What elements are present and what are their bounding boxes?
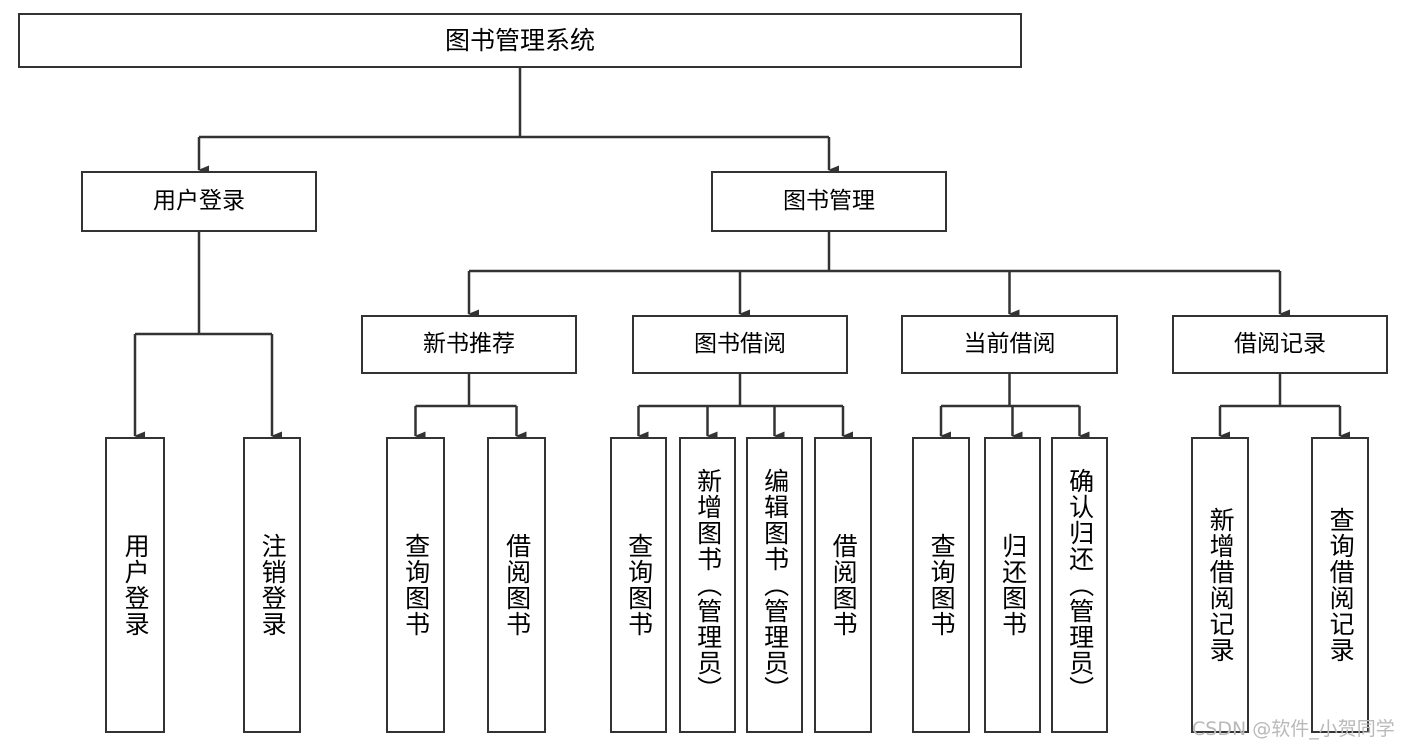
node-l13[interactable]: 查询借阅记录 [1311,437,1369,733]
node-label: 图书管理系统 [444,25,595,55]
node-l11[interactable]: 确认归还（管理员） [1051,437,1108,733]
node-label: 借阅图书 [829,533,859,637]
node-label: 归还图书 [998,533,1028,637]
node-label: 确认归还（管理员） [1065,468,1095,702]
node-l8[interactable]: 借阅图书 [814,437,872,733]
node-label: 图书管理 [783,187,875,214]
node-l9[interactable]: 查询图书 [912,437,970,733]
node-l1[interactable]: 用户登录 [105,437,165,733]
node-label: 查询借阅记录 [1326,507,1356,663]
node-bookmgmt[interactable]: 图书管理 [711,171,947,232]
node-l2[interactable]: 注销登录 [243,437,301,733]
node-records[interactable]: 借阅记录 [1172,315,1388,374]
node-label: 当前借阅 [963,330,1056,357]
node-l3[interactable]: 查询图书 [386,437,445,733]
node-label: 注销登录 [258,533,288,637]
node-l5[interactable]: 查询图书 [610,437,667,733]
node-label: 新增借阅记录 [1206,507,1236,663]
node-label: 查询图书 [927,533,957,637]
node-label: 借阅图书 [502,533,532,637]
node-l6[interactable]: 新增图书（管理员） [679,437,736,733]
node-login[interactable]: 用户登录 [81,171,317,232]
node-label: 编辑图书（管理员） [760,468,790,702]
node-borrow[interactable]: 图书借阅 [632,315,848,374]
node-label: 借阅记录 [1234,330,1326,357]
node-l10[interactable]: 归还图书 [984,437,1041,733]
node-current[interactable]: 当前借阅 [901,315,1118,374]
node-label: 用户登录 [153,187,245,214]
node-l7[interactable]: 编辑图书（管理员） [746,437,803,733]
node-l12[interactable]: 新增借阅记录 [1191,437,1249,733]
node-label: 用户登录 [121,533,151,637]
node-label: 新书推荐 [423,330,515,357]
node-root[interactable]: 图书管理系统 [18,13,1022,68]
node-l4[interactable]: 借阅图书 [487,437,546,733]
node-label: 查询图书 [624,533,654,637]
node-label: 查询图书 [401,533,431,637]
node-newrec[interactable]: 新书推荐 [361,315,577,374]
node-label: 图书借阅 [694,330,786,357]
node-label: 新增图书（管理员） [693,468,723,702]
